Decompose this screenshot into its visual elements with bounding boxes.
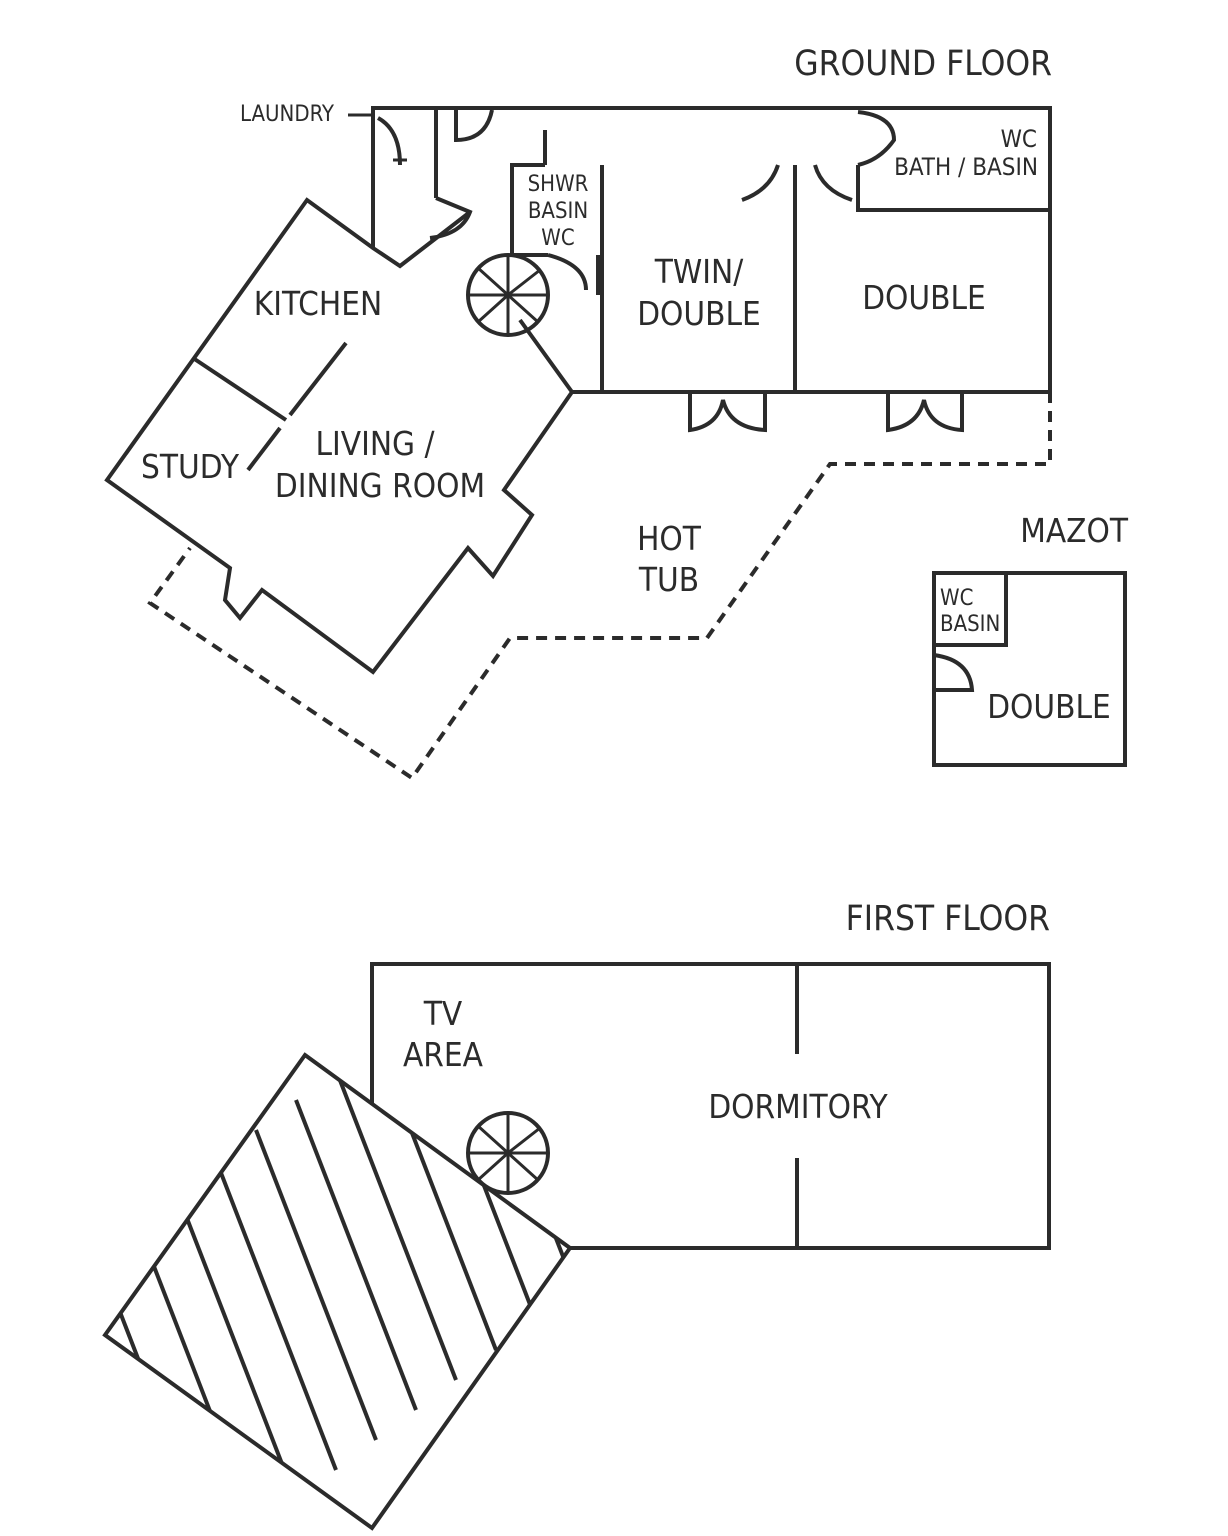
mazot-door [933,653,975,692]
ground-floor-plan [104,106,1052,781]
entry-door [454,109,494,143]
spiral-staircase-first [466,1111,550,1195]
laundry-door [376,116,402,166]
wing-outer-wall [104,197,575,675]
ground-floor-title: GROUND FLOOR [794,44,1052,84]
study-label: STUDY [141,447,240,486]
shower-label-1: SHWR [528,172,589,197]
mazot-outer-wall [932,571,1127,767]
twin-label-1: TWIN/ [654,252,743,291]
hot-tub-label-1: HOT [637,519,702,558]
bathroom-door [857,110,897,167]
mazot-wc-label-2: BASIN [940,612,1000,637]
void-hatching [105,1055,570,1528]
twin-south-door [688,392,767,433]
twin-corridor-door [741,164,780,202]
shower-door [547,253,588,291]
kitchen-living-wall-upper [288,341,348,417]
dormitory-label: DORMITORY [708,1087,888,1126]
mazot-plan [932,571,1127,767]
spiral-staircase-ground [466,253,550,337]
study-living-wall [246,426,282,472]
shower-label-2: BASIN [528,199,588,224]
double-corridor-door [813,164,853,202]
hot-tub-label-2: TUB [638,560,699,599]
main-block-top-wall [371,106,1052,392]
kitchen-study-wall [191,356,288,422]
tv-area-label-1: TV [423,994,463,1033]
shower-room-wall [510,163,548,257]
laundry-label: LAUNDRY [240,102,335,127]
first-floor-title: FIRST FLOOR [846,899,1050,939]
first-floor-outer-wall [370,962,1051,1250]
bath-label-2: BATH / BASIN [894,153,1038,181]
mazot-double-label: DOUBLE [987,687,1111,726]
bath-label-1: WC [1001,125,1037,153]
living-label-1: LIVING / [316,424,435,463]
bathroom-wall [856,165,1050,212]
first-floor-plan [102,962,1051,1531]
shower-label-3: WC [541,226,574,251]
living-label-2: DINING ROOM [275,466,485,505]
void-outline [102,1052,573,1531]
mazot-title: MAZOT [1020,511,1129,550]
hot-tub-deck-outline [147,392,1052,781]
twin-label-2: DOUBLE [637,294,761,333]
double-label: DOUBLE [862,278,986,317]
tv-area-label-2: AREA [403,1035,484,1074]
double-south-door [886,392,964,433]
laundry-door-swing [429,196,473,240]
mazot-wc-wall [934,573,1008,647]
kitchen-label: KITCHEN [254,284,382,323]
mazot-wc-label-1: WC [940,586,973,611]
